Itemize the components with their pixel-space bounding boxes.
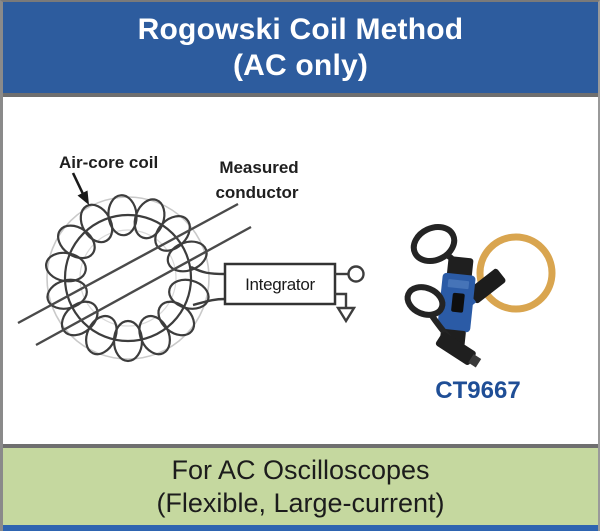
- output-terminal: [335, 265, 365, 283]
- cable-loop-bottom: [404, 284, 446, 318]
- air-core-coil: [45, 194, 210, 363]
- title-line-1: Rogowski Coil Method: [137, 12, 464, 46]
- measured-conductor-line2: conductor: [215, 183, 298, 202]
- integrator-box: Integrator: [223, 262, 337, 306]
- air-core-coil-label: Air-core coil: [59, 153, 158, 172]
- diagram-area: Integrator Air-core coil Measured co: [3, 97, 598, 448]
- footer: For AC Oscilloscopes (Flexible, Large-cu…: [3, 448, 598, 525]
- measured-conductor-label: Measured conductor: [215, 158, 298, 202]
- rogowski-diagram: Integrator Air-core coil Measured co: [17, 153, 556, 404]
- product-model-label: CT9667: [435, 377, 520, 404]
- title-line-2: (AC only): [232, 48, 369, 82]
- output-plug: [435, 332, 482, 368]
- measured-conductor-line1: Measured: [219, 158, 298, 177]
- conductor-lines: [17, 202, 252, 347]
- cable-loop-top: [410, 223, 458, 265]
- ground-icon: [335, 292, 357, 324]
- bottom-accent-strip: [3, 525, 598, 531]
- flexible-sensor-loop: [476, 233, 556, 313]
- product-photo: [404, 223, 556, 368]
- coil-output-wires: [190, 265, 226, 307]
- header: Rogowski Coil Method (AC only): [3, 2, 598, 97]
- integrator-label: Integrator: [245, 275, 315, 294]
- footer-line-1: For AC Oscilloscopes: [171, 454, 430, 485]
- footer-line-2: (Flexible, Large-current): [156, 487, 445, 518]
- label-arrow-icon: [71, 172, 89, 205]
- coil-winding: [45, 194, 210, 363]
